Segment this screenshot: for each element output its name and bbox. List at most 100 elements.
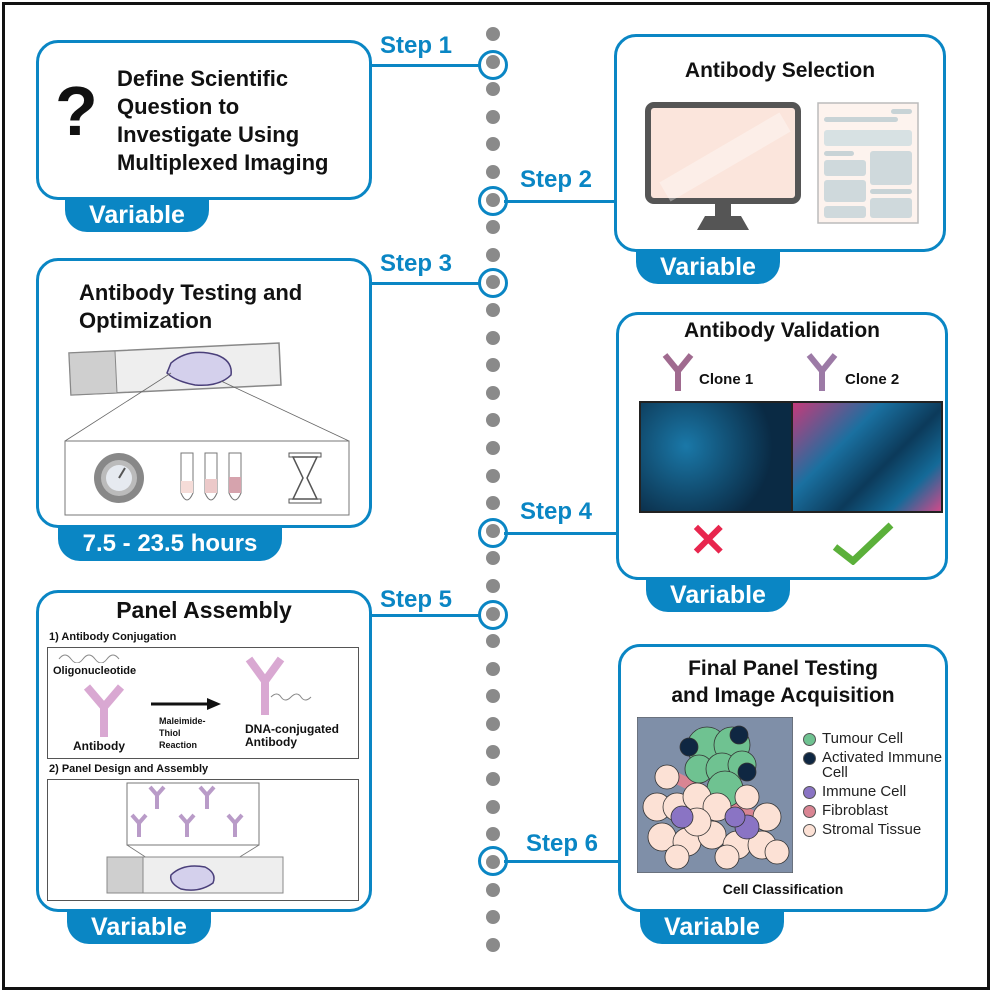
step6-label: Step 6 (526, 830, 599, 857)
step-marker-ring (478, 50, 508, 80)
timeline-dot (486, 441, 500, 455)
fail-x-icon: ✕ (689, 514, 728, 566)
timeline-dot (486, 496, 500, 511)
timeline-dot (486, 772, 500, 787)
cell-shape (714, 844, 740, 870)
timeline-dot (486, 27, 500, 41)
step-marker-ring (478, 268, 508, 298)
oligo-label: Oligonucleotide (53, 665, 137, 677)
dna-conjugated-antibody-icon (245, 656, 312, 715)
step3-title: Antibody Testing and Optimization (79, 280, 303, 333)
cell-shape (679, 737, 699, 757)
conjugation-box (47, 647, 359, 759)
timeline-dot (486, 109, 500, 124)
step3-connector (372, 282, 480, 285)
legend-swatch-icon (803, 805, 816, 818)
step1-connector (372, 64, 480, 67)
step2-connector (504, 200, 616, 203)
timeline-dot (486, 910, 500, 925)
timeline-dot (486, 551, 500, 566)
reaction-arrow-icon (151, 698, 221, 710)
timeline-dot (486, 358, 500, 373)
antibody-clone1-icon (662, 353, 694, 391)
cell-shape (702, 792, 732, 822)
step6-connector (504, 860, 620, 863)
step4-title: Antibody Validation (683, 319, 880, 342)
clone2-label: Clone 2 (845, 371, 900, 388)
antibody-clone2-icon (806, 353, 838, 391)
question-mark-icon: ? (55, 72, 98, 150)
step2-duration: Variable (636, 250, 780, 284)
cell-classification-map (637, 717, 793, 873)
legend-item: Activated Immune Cell (803, 750, 943, 780)
step1-title: Define Scientific Question to Investigat… (117, 66, 329, 175)
timeline-dot (486, 413, 500, 428)
timeline-dot (486, 82, 500, 97)
panel-design-subtitle: 2) Panel Design and Assembly (49, 763, 209, 775)
legend-label: Activated Immune Cell (822, 749, 943, 781)
clone2-image (791, 401, 943, 513)
cell-shape (734, 784, 760, 810)
antibody-icon (83, 684, 125, 737)
timeline-dot (486, 717, 500, 731)
timeline-dot (486, 634, 500, 649)
step2-label: Step 2 (520, 166, 593, 193)
timeline-dot (486, 330, 500, 345)
legend-swatch-icon (803, 786, 816, 799)
cell-shape (654, 764, 680, 790)
legend-swatch-icon (803, 752, 816, 765)
cell-shape (664, 844, 690, 870)
timeline-dot (486, 937, 500, 952)
cell-shape (764, 839, 790, 865)
step1-label: Step 1 (380, 32, 453, 59)
cell-shape (729, 725, 749, 745)
timeline-dot (486, 579, 500, 593)
timeline-dot (486, 744, 500, 759)
step6-title: Final Panel Testing and Image Acquisitio… (671, 657, 895, 707)
step4-duration: Variable (646, 578, 790, 612)
reaction-label: Maleimide- Thiol Reaction (159, 716, 206, 750)
legend-swatch-icon (803, 733, 816, 746)
antibody-label: Antibody (73, 739, 125, 753)
tubes-icon (180, 452, 242, 501)
panel-design-illustration (106, 782, 284, 894)
conjugation-subtitle: 1) Antibody Conjugation (49, 631, 177, 643)
step4-label: Step 4 (520, 498, 593, 525)
step5-connector (372, 614, 480, 617)
step6-card: Final Panel Testing and Image Acquisitio… (618, 644, 948, 912)
step-marker-ring (478, 600, 508, 630)
timeline-dot (486, 827, 500, 842)
timeline-dot (486, 303, 500, 317)
timeline-dot (486, 689, 500, 704)
timeline-dot (486, 882, 500, 897)
legend-item: Fibroblast (803, 803, 943, 818)
tissue-icon (166, 351, 232, 387)
legend-label: Fibroblast (822, 802, 888, 819)
step3-duration: 7.5 - 23.5 hours (58, 527, 282, 561)
step2-card: Antibody Selection (614, 34, 946, 252)
clone1-image (639, 401, 793, 513)
centrifuge-icon (94, 453, 144, 503)
step4-card: Antibody Validation Clone 1 Clone 2 ✕ (616, 312, 948, 580)
step5-duration: Variable (67, 910, 211, 944)
timeline-dot (486, 468, 500, 483)
step1-card: ? Define Scientific Question to Investig… (36, 40, 372, 200)
hourglass-icon (288, 452, 322, 504)
step5-title: Panel Assembly (116, 597, 292, 623)
step5-card: Panel Assembly 1) Antibody Conjugation O… (36, 590, 372, 912)
step4-connector (504, 532, 618, 535)
legend-label: Tumour Cell (822, 730, 904, 747)
legend-label: Immune Cell (822, 783, 907, 800)
legend-item: Stromal Tissue (803, 822, 943, 837)
legend-item: Immune Cell (803, 784, 943, 799)
legend-label: Stromal Tissue (822, 821, 922, 838)
step3-label: Step 3 (380, 250, 453, 277)
cell-shape (670, 805, 694, 829)
document-icon (817, 102, 919, 224)
timeline-dot (486, 165, 500, 179)
slide-zoom-illustration (64, 342, 350, 516)
legend-swatch-icon (803, 824, 816, 837)
timeline-dot (486, 661, 500, 676)
